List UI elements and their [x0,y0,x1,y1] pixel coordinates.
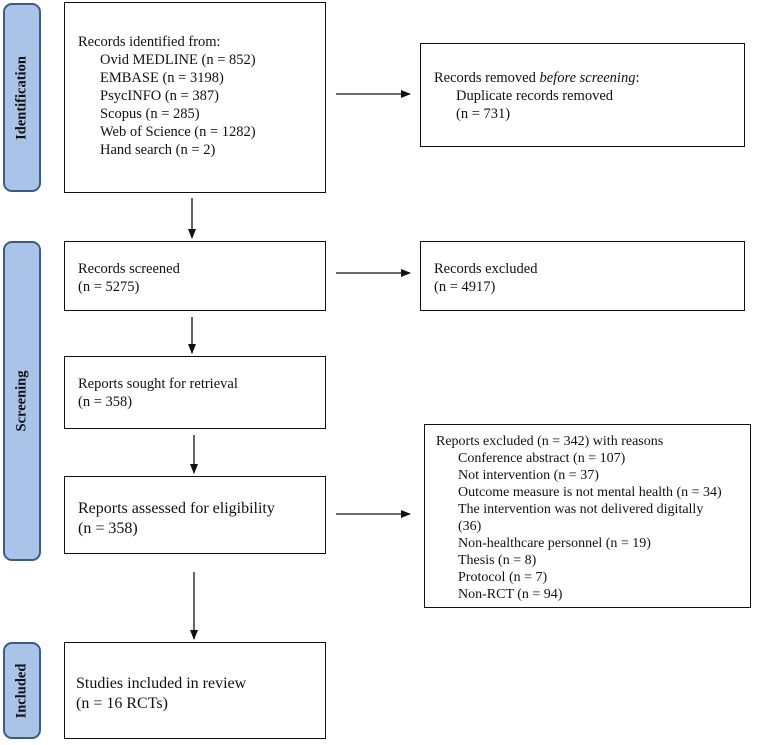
exclusion-reason: Non-RCT (n = 94) [458,587,563,602]
records-removed-label: Records removed before screening: [434,70,640,86]
source-item: Ovid MEDLINE (n = 852) [100,52,256,68]
records-screened-box: Records screened (n = 5275) [64,241,326,311]
source-item: PsycINFO (n = 387) [100,88,219,104]
exclusion-reason: Not intervention (n = 37) [458,468,599,483]
phase-identification: Identification [3,3,41,192]
records-excluded-label: Records excluded [434,261,538,277]
duplicate-records-label: Duplicate records removed [456,88,614,104]
studies-included-box: Studies included in review (n = 16 RCTs) [64,642,326,739]
records-identified-header: Records identified from: [78,34,221,50]
studies-included-count: (n = 16 RCTs) [76,695,168,712]
exclusion-reason: Non-healthcare personnel (n = 19) [458,536,651,551]
duplicate-records-count: (n = 731) [456,106,511,122]
reports-assessed-count: (n = 358) [78,520,138,537]
source-item: Web of Science (n = 1282) [100,124,256,140]
exclusion-reason: Thesis (n = 8) [458,553,537,568]
records-removed-box: Records removed before screening: Duplic… [420,43,745,147]
source-item: EMBASE (n = 3198) [100,70,224,86]
phase-included: Included [3,642,41,739]
source-item: Scopus (n = 285) [100,106,200,122]
exclusion-reason: (36) [458,519,482,534]
reports-sought-label: Reports sought for retrieval [78,376,238,392]
records-identified-box: Records identified from: Ovid MEDLINE (n… [64,2,326,193]
reports-sought-box: Reports sought for retrieval (n = 358) [64,356,326,429]
exclusion-reason: Protocol (n = 7) [458,570,548,585]
reports-excluded-box: Reports excluded (n = 342) with reasons … [424,424,751,608]
exclusion-reason: The intervention was not delivered digit… [458,502,704,517]
records-screened-label: Records screened [78,261,180,277]
reports-sought-count: (n = 358) [78,394,133,410]
source-item: Hand search (n = 2) [100,142,216,158]
records-excluded-box: Records excluded (n = 4917) [420,241,745,311]
reports-assessed-box: Reports assessed for eligibility (n = 35… [64,476,326,554]
studies-included-label: Studies included in review [76,675,247,692]
reports-assessed-label: Reports assessed for eligibility [78,500,275,517]
phase-screening: Screening [3,241,41,561]
exclusion-reason: Conference abstract (n = 107) [458,451,626,466]
reports-excluded-header: Reports excluded (n = 342) with reasons [436,434,664,449]
exclusion-reason: Outcome measure is not mental health (n … [458,485,722,500]
records-screened-count: (n = 5275) [78,279,140,295]
records-excluded-count: (n = 4917) [434,279,496,295]
